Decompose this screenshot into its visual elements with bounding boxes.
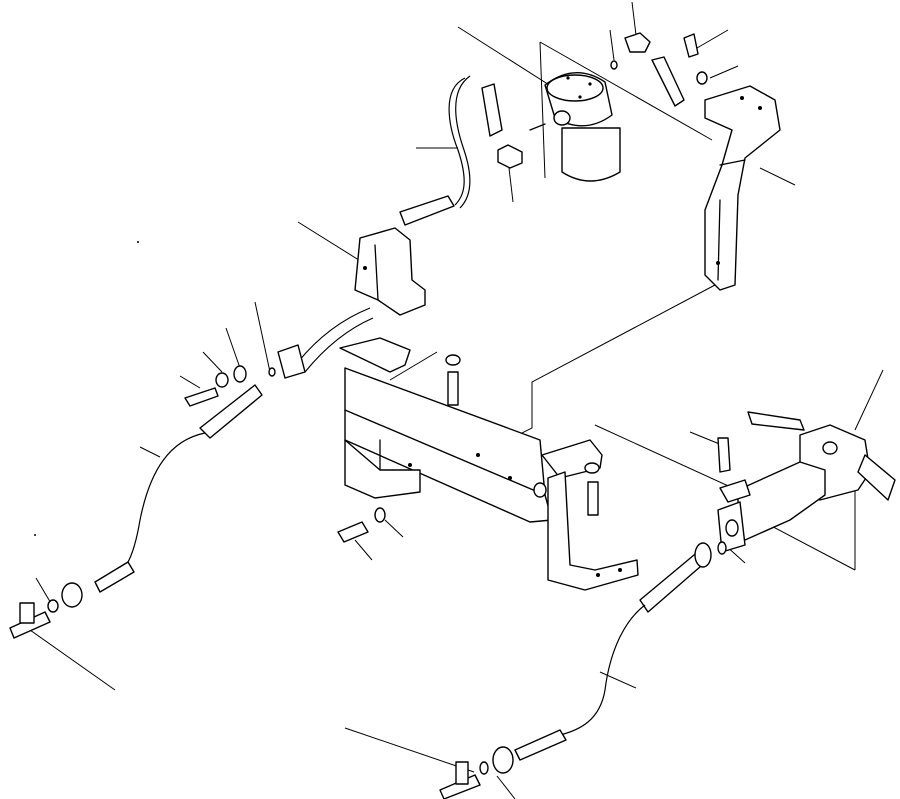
- spring-washer: [215, 372, 229, 388]
- left-fasteners: [184, 365, 276, 439]
- frame-bolts: [337, 354, 600, 543]
- leader-line: [344, 727, 475, 773]
- washer-top: [696, 71, 708, 85]
- leader-line: [854, 369, 884, 431]
- split-flange: [233, 365, 247, 383]
- filter-body: [561, 127, 621, 182]
- leader-line: [539, 41, 713, 141]
- hose-fitting: [481, 83, 503, 137]
- connector-bolt: [651, 56, 685, 107]
- washer-lower: [374, 507, 386, 523]
- left-hose: [9, 432, 206, 639]
- leader-line: [35, 577, 53, 606]
- flange-plate: [19, 602, 35, 624]
- flange-left: [61, 582, 83, 608]
- guide-line: [497, 284, 716, 446]
- hose-fitting: [399, 195, 455, 226]
- seal-ring: [610, 60, 618, 70]
- leader-line: [179, 375, 201, 389]
- filter-canister: [529, 72, 621, 182]
- pump-shaft: [857, 454, 896, 501]
- bolt-lower: [337, 521, 369, 543]
- filter-head-top: [546, 74, 604, 102]
- fittings-top: [497, 32, 708, 169]
- support-bracket: [704, 85, 781, 291]
- upper-hose: [399, 75, 503, 226]
- leader-line: [631, 1, 637, 36]
- bolt: [587, 481, 599, 516]
- leader-line: [508, 167, 514, 203]
- hose-line: [559, 604, 646, 736]
- filter-port: [553, 110, 571, 126]
- leader-line: [225, 327, 241, 369]
- hose-line: [99, 432, 206, 581]
- leader-line: [609, 29, 615, 61]
- bolt-right: [717, 437, 731, 473]
- frame-top-plate-left: [339, 337, 411, 373]
- valve-block: [354, 227, 426, 316]
- flange: [694, 542, 712, 568]
- pipe-flange: [277, 344, 306, 379]
- leader-line: [29, 629, 116, 691]
- hose-line: [448, 77, 466, 206]
- pump-housing: [737, 461, 826, 541]
- leader-line: [759, 519, 856, 571]
- o-ring-left-lower: [47, 599, 59, 613]
- leader-line: [696, 29, 729, 49]
- hose-end-fitting: [199, 384, 263, 439]
- leader-line: [354, 539, 373, 561]
- flange-lower: [492, 746, 514, 774]
- leader-line: [389, 351, 438, 381]
- port-ring: [725, 519, 739, 537]
- o-ring-left: [268, 367, 276, 377]
- adapter: [719, 479, 751, 503]
- leader-line: [297, 221, 363, 263]
- pump-port: [822, 441, 838, 455]
- support-arm: [704, 85, 781, 291]
- valve-body: [354, 227, 426, 316]
- o-ring: [717, 541, 727, 555]
- bolt: [447, 371, 459, 406]
- leader-line: [759, 167, 796, 186]
- hose-end-fitting: [514, 729, 567, 761]
- washer: [445, 354, 461, 366]
- right-assembly: [717, 411, 896, 553]
- leader-line: [539, 41, 546, 179]
- elbow-fitting-top: [624, 32, 651, 53]
- bracket-body: [547, 471, 639, 591]
- leader-line: [496, 775, 516, 799]
- frame-hole: [533, 482, 547, 498]
- leader-line: [709, 65, 739, 79]
- rigid-pipe: [277, 307, 374, 379]
- washer: [584, 462, 600, 474]
- frame-beam-lower: [344, 409, 553, 523]
- hose-fitting-right: [747, 411, 805, 431]
- main-frame: [339, 337, 553, 523]
- hose-end-fitting: [94, 561, 135, 593]
- lower-right-hose: [439, 541, 727, 799]
- leader-line: [202, 351, 223, 373]
- leader-line: [139, 446, 161, 458]
- o-ring-lower: [479, 761, 489, 775]
- o-ring: [529, 123, 546, 131]
- elbow-fitting: [497, 144, 523, 169]
- leader-line: [689, 431, 723, 446]
- leader-line: [384, 519, 404, 538]
- leader-line: [599, 671, 637, 689]
- bolt-top: [683, 33, 699, 58]
- leader-line: [254, 301, 271, 373]
- flange-plate-lower: [455, 761, 469, 785]
- bolt: [184, 387, 219, 407]
